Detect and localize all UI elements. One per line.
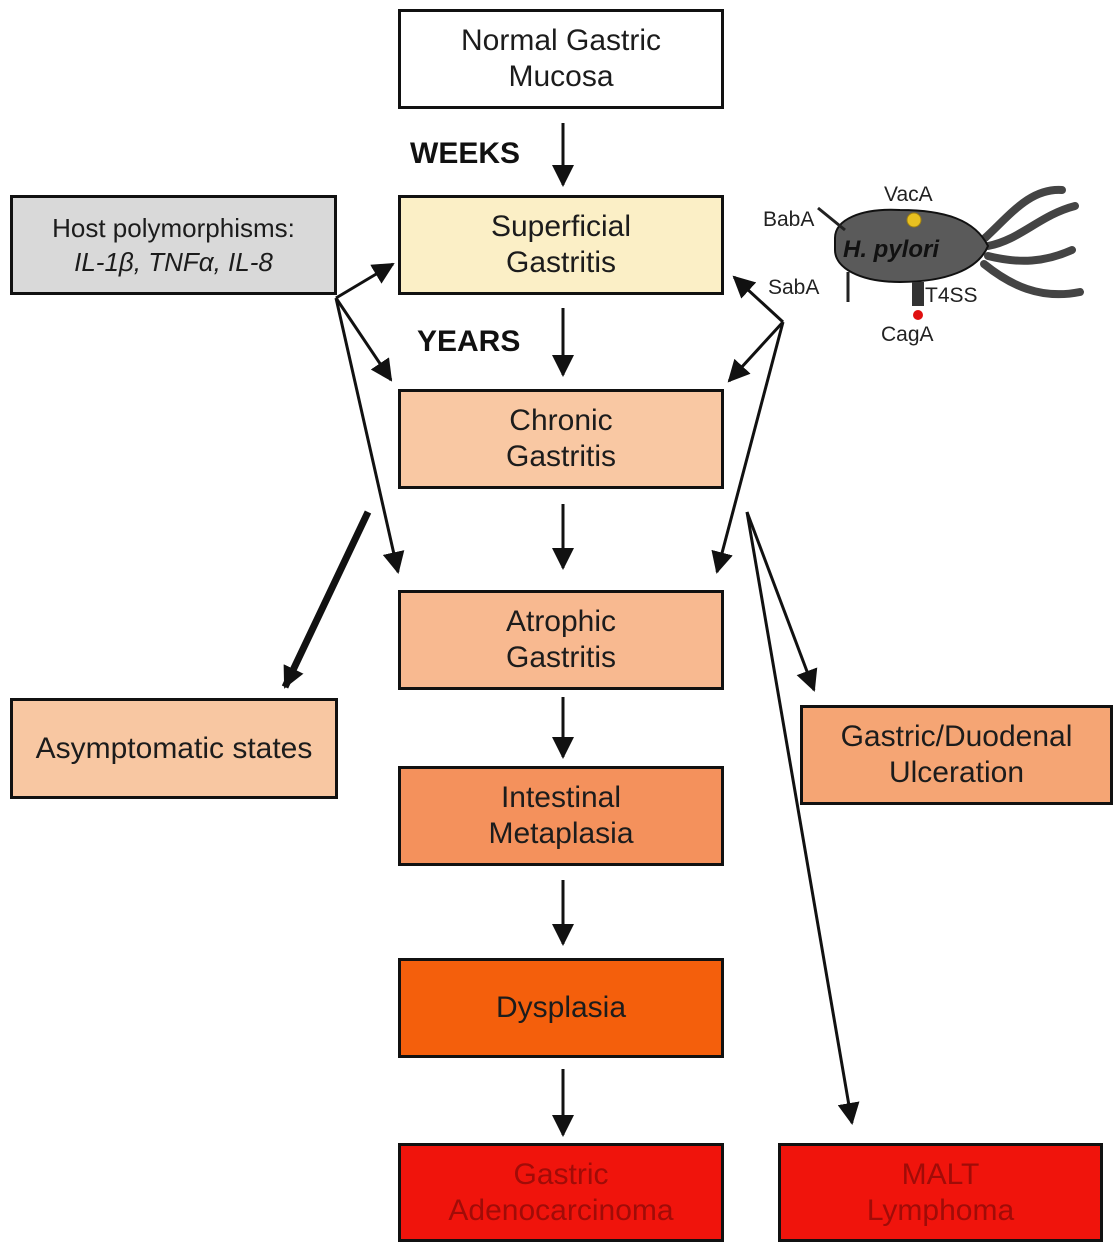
malt-lymphoma-box: MALT Lymphoma [778,1143,1103,1242]
weeks-label: WEEKS [410,137,521,170]
superficial-gastritis-box: Superficial Gastritis [398,195,724,295]
ulceration-box: Gastric/Duodenal Ulceration [800,705,1113,805]
malt-lymphoma-label: MALT Lymphoma [866,1157,1015,1227]
host-polymorphisms-box: Host polymorphisms: IL-1β, TNFα, IL-8 [10,195,337,295]
chronic-gastritis-box: Chronic Gastritis [398,389,724,489]
hpylori-illustration [817,185,1084,320]
intestinal-metaplasia-box: Intestinal Metaplasia [398,766,724,866]
arrow-host-to-superficial [335,262,395,300]
arrow-hpylori-to-superficial [732,275,785,324]
host-polymorphisms-genes: IL-1β, TNFα, IL-8 [74,247,273,277]
normal-mucosa-label: Normal Gastric Mucosa [460,24,662,93]
normal-mucosa-box: Normal Gastric Mucosa [398,9,724,109]
gastric-adenocarcinoma-label: Gastric Adenocarcinoma [448,1157,674,1227]
atrophic-gastritis-box: Atrophic Gastritis [398,590,724,690]
hpylori-name: H. pylori [843,236,940,263]
asymptomatic-box: Asymptomatic states [10,698,338,799]
bacterium-body [834,208,990,284]
dysplasia-label: Dysplasia [495,991,627,1024]
flagella-icon [980,185,1084,299]
arrow-to-ulceration [745,511,818,692]
intestinal-metaplasia-label: Intestinal Metaplasia [488,781,634,850]
ulceration-label: Gastric/Duodenal Ulceration [840,720,1073,789]
asymptomatic-label: Asymptomatic states [35,731,313,765]
arrow-to-asymptomatic [281,510,372,689]
arrow-hpylori-to-atrophic [711,321,785,574]
baba-label: BabA [763,208,815,231]
caga-dot-icon [913,310,923,320]
superficial-gastritis-label: Superficial Gastritis [490,210,632,279]
arrow-to-malt [745,511,860,1125]
gastric-adenocarcinoma-box: Gastric Adenocarcinoma [398,1143,724,1242]
atrophic-gastritis-label: Atrophic Gastritis [505,605,617,674]
t4ss-label: T4SS [925,284,978,307]
chronic-gastritis-label: Chronic Gastritis [505,404,616,473]
vaca-label: VacA [884,183,933,206]
arrow-hpylori-to-chronic [727,320,785,383]
arrow-host-to-atrophic [334,297,405,574]
dysplasia-box: Dysplasia [398,958,724,1058]
adhesin-icon-baba [817,206,846,232]
vaca-dot-icon [906,212,922,228]
t4ss-icon [912,282,924,306]
host-polymorphisms-title: Host polymorphisms: [52,213,295,243]
years-label: YEARS [417,325,521,358]
caga-label: CagA [881,323,934,346]
arrow-host-to-chronic [334,297,393,382]
saba-label: SabA [768,276,820,299]
